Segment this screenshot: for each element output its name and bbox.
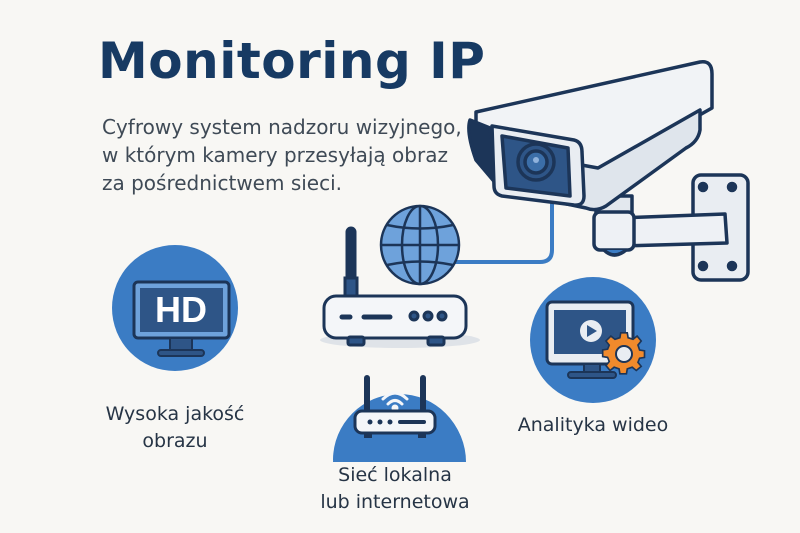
hd-monitor-icon <box>112 245 238 371</box>
wifi-router-icon <box>333 375 466 462</box>
gear-icon <box>601 331 646 375</box>
video-analytics-icon <box>530 277 656 403</box>
cctv-camera-icon <box>467 60 750 282</box>
globe-icon <box>379 204 461 286</box>
router-icon <box>320 226 480 348</box>
feature-label-line: Wysoka jakość <box>105 403 245 425</box>
subtitle-line: Cyfrowy system nadzoru wizyjnego, <box>102 115 462 139</box>
feature-label-line: Analityka wideo <box>517 414 669 436</box>
hd-badge: HD <box>155 289 207 330</box>
feature-label-hd: Wysoka jakość obrazu <box>85 401 265 455</box>
subtitle-line: za pośrednictwem sieci. <box>102 171 343 195</box>
feature-label-network: Sieć lokalna lub internetowa <box>305 462 485 516</box>
feature-label-line: obrazu <box>142 430 208 452</box>
feature-label-line: lub internetowa <box>320 491 470 513</box>
network-cable <box>455 200 554 264</box>
subtitle-line: w którym kamery przesyłają obraz <box>102 143 448 167</box>
subtitle: Cyfrowy system nadzoru wizyjnego, w któr… <box>102 113 482 197</box>
page-title: Monitoring IP <box>98 32 486 90</box>
feature-label-line: Sieć lokalna <box>338 464 452 486</box>
feature-label-analytics: Analityka wideo <box>503 412 683 439</box>
